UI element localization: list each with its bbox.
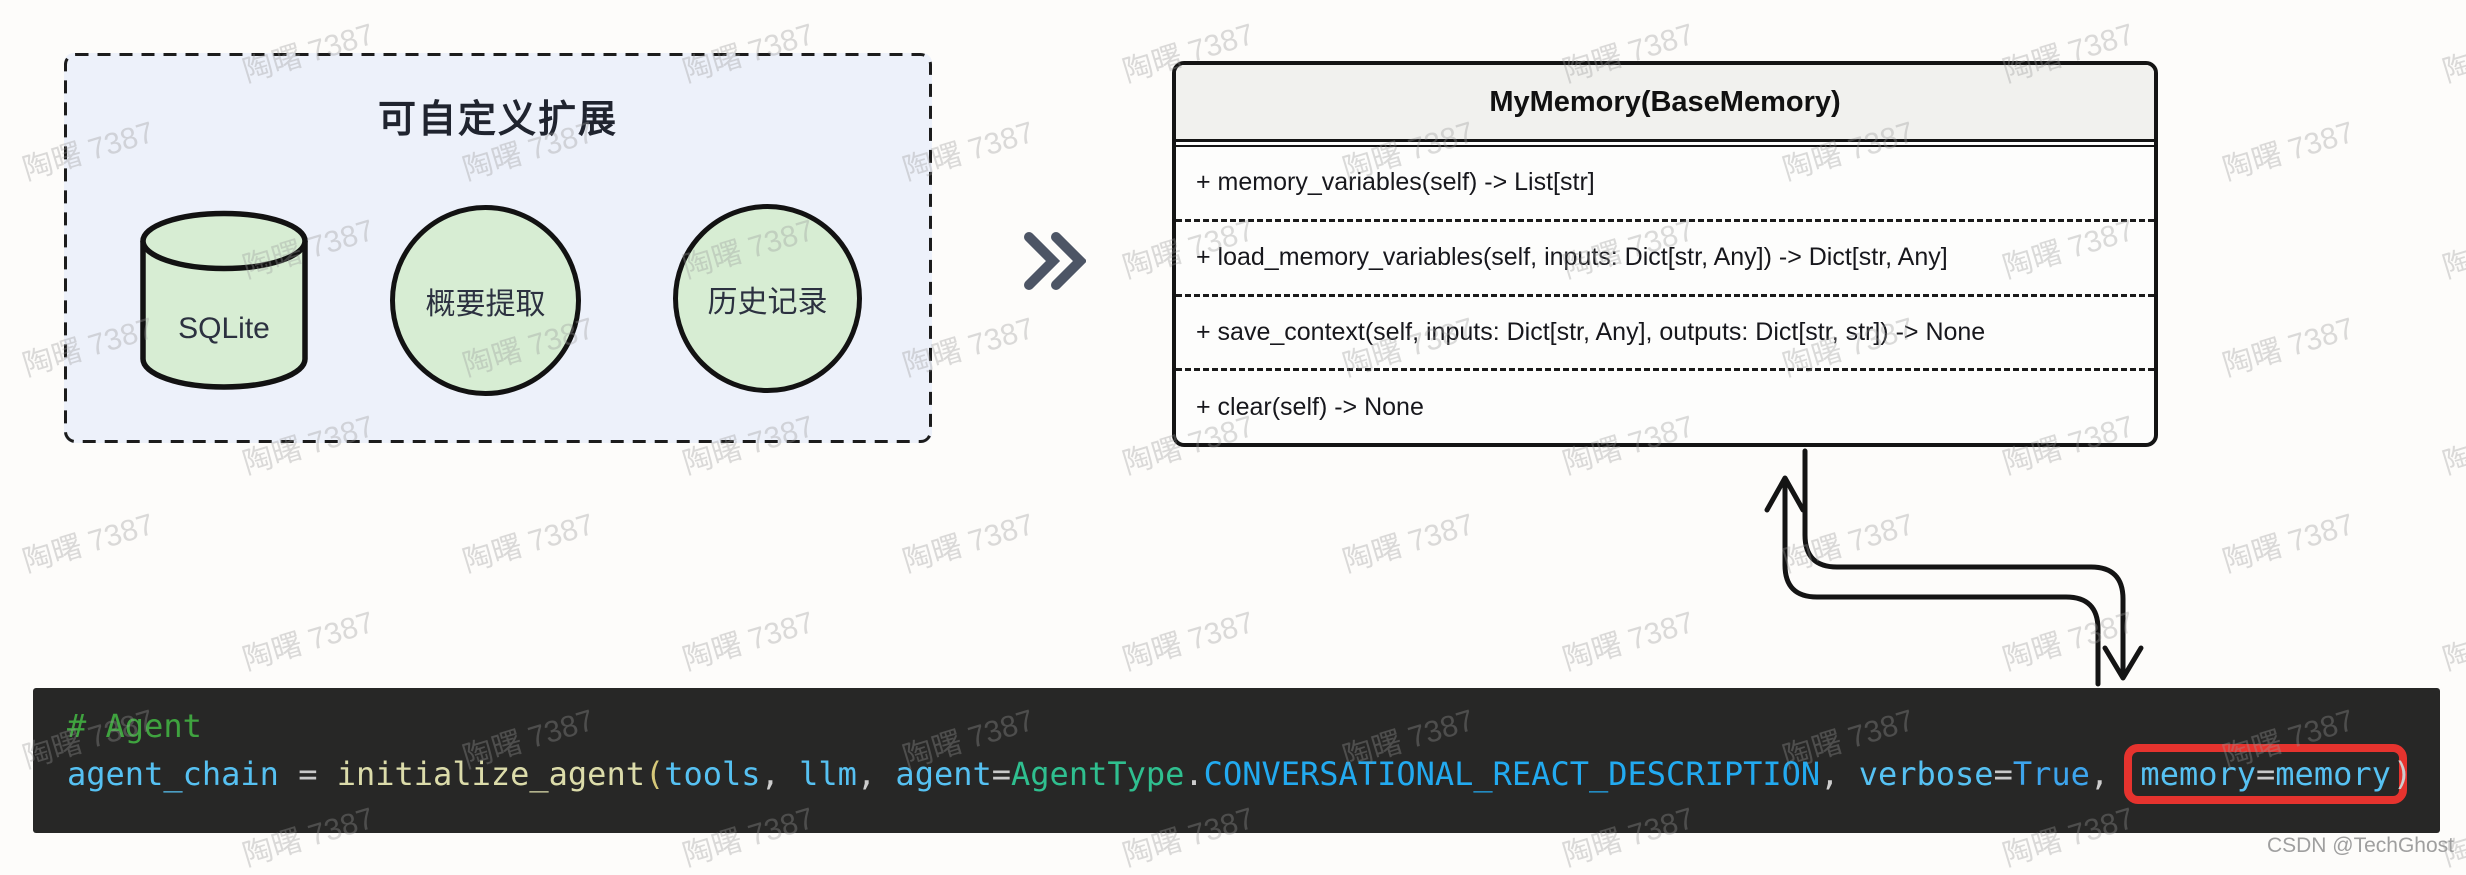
code-token: CONVERSATIONAL_REACT_DESCRIPTION xyxy=(1203,755,1821,793)
code-token: , xyxy=(2089,755,2129,793)
code-token: ( xyxy=(644,755,665,793)
flow-arrow-up xyxy=(1782,479,2101,687)
class-method-row: + memory_variables(self) -> List[str] xyxy=(1196,168,1595,197)
code-token: tools xyxy=(664,755,761,793)
code-token: initialize_agent xyxy=(336,755,645,793)
circle-label: 概要提取 xyxy=(425,287,546,321)
code-text: # Agent agent_chain = initialize_agent(t… xyxy=(67,702,2413,804)
uml-class-header: MyMemory(BaseMemory) xyxy=(1176,65,2154,142)
code-token: = xyxy=(1993,755,2013,793)
code-token: = xyxy=(298,755,318,793)
code-comment: # Agent xyxy=(67,707,202,745)
flow-arrowhead-up xyxy=(1764,475,1806,513)
code-token: ) xyxy=(2392,755,2413,793)
circle-history-record: 历史记录 xyxy=(673,204,862,393)
code-token: True xyxy=(2012,755,2090,793)
code-token: = xyxy=(2256,755,2276,793)
extension-panel-title: 可自定义扩展 xyxy=(377,99,618,141)
uml-class-title: MyMemory(BaseMemory) xyxy=(1489,85,1841,118)
code-token: , xyxy=(760,755,800,793)
code-block: # Agent agent_chain = initialize_agent(t… xyxy=(33,688,2440,833)
database-cylinder-icon xyxy=(140,210,308,390)
class-method-row: + load_memory_variables(self, inputs: Di… xyxy=(1176,218,2154,294)
code-token: , xyxy=(1820,755,1859,793)
code-token: agent_chain xyxy=(67,755,279,793)
code-token: = xyxy=(991,755,1012,793)
code-token: . xyxy=(1184,755,1204,793)
code-line-agent-chain: agent_chain = initialize_agent(tools, ll… xyxy=(67,744,2413,804)
code-token: memory xyxy=(2140,755,2257,793)
code-token: AgentType xyxy=(1011,755,1185,793)
code-token: agent xyxy=(895,755,992,793)
cylinder-label: SQLite xyxy=(178,312,270,345)
code-token: memory xyxy=(2275,755,2391,793)
class-method-row: + clear(self) -> None xyxy=(1176,368,2154,443)
extension-panel-dashed-border xyxy=(64,53,932,443)
code-token: , xyxy=(856,755,896,793)
code-token: llm xyxy=(799,755,857,793)
uml-class-box: MyMemory(BaseMemory) + memory_variables(… xyxy=(1172,61,2158,447)
uml-method-list: + memory_variables(self) -> List[str] + l… xyxy=(1176,147,2154,443)
flow-arrow-down xyxy=(1802,448,2126,677)
circle-label: 历史记录 xyxy=(707,285,828,319)
uml-header-double-line xyxy=(1176,142,2154,147)
class-method-row: + save_context(self, inputs: Dict[str, A… xyxy=(1176,293,2154,369)
circle-summary-extraction: 概要提取 xyxy=(390,205,581,396)
code-token: verbose xyxy=(1858,755,1994,793)
double-chevron-right-icon xyxy=(1024,232,1086,290)
memory-param-highlight: memory=memory xyxy=(2124,744,2407,804)
flow-arrowhead-down xyxy=(2102,645,2144,681)
credit-text: CSDN @TechGhost xyxy=(2266,834,2454,857)
